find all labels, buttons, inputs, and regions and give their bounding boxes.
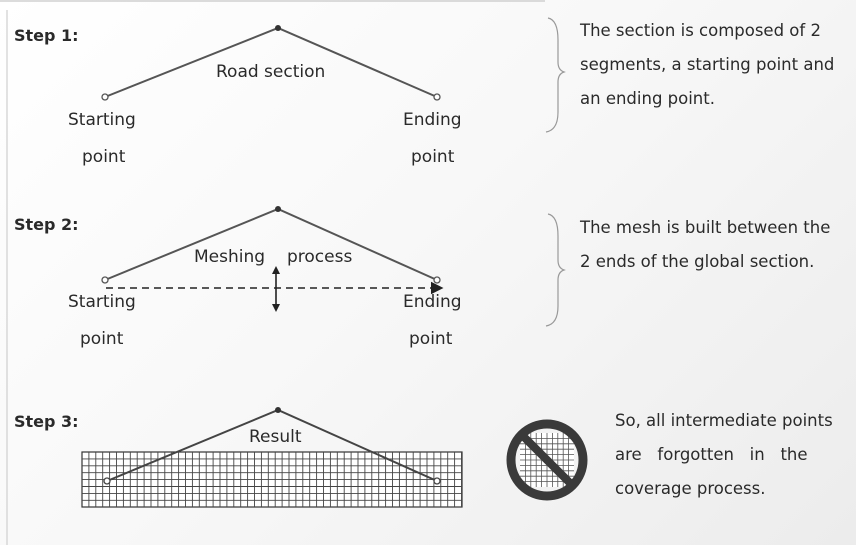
step2-end-label-line1: Ending xyxy=(403,292,462,312)
step1-description-line: an ending point. xyxy=(580,89,715,108)
step3-description-line: So, all intermediate points xyxy=(615,411,833,430)
step1-start-point xyxy=(101,93,109,101)
step2-start-label-line2: point xyxy=(80,329,124,349)
process-label: process xyxy=(287,247,353,267)
step1-road-section xyxy=(101,25,441,101)
step1-description-line: The section is composed of 2 xyxy=(580,21,821,40)
step1-description-line: segments, a starting point and xyxy=(580,55,835,74)
step2-road-section xyxy=(101,206,444,312)
step2-description-line: The mesh is built between the xyxy=(580,218,831,237)
step1-start-label-line1: Starting xyxy=(68,110,136,130)
step1-apex-point xyxy=(275,25,281,31)
step3-road-section xyxy=(103,407,441,485)
step1-end-label-line1: Ending xyxy=(403,110,462,130)
step2-title: Step 2: xyxy=(14,215,79,234)
step2-description-line: 2 ends of the global section. xyxy=(580,252,815,271)
step1-end-point xyxy=(433,93,441,101)
result-label: Result xyxy=(249,427,302,447)
curly-brace-icon xyxy=(545,17,566,133)
step2-apex-point xyxy=(275,206,281,212)
arrow-up-head xyxy=(272,266,280,274)
road-section-label: Road section xyxy=(216,62,326,82)
step3-apex-point xyxy=(275,407,281,413)
step2-description: The mesh is built between the 2 ends of … xyxy=(580,211,830,279)
step2-end-label-line2: point xyxy=(409,329,453,349)
prohibited-icon xyxy=(506,419,588,501)
step1-title: Step 1: xyxy=(14,26,79,45)
step3-description: So, all intermediate points are forgotte… xyxy=(615,404,841,506)
step2-start-label-line1: Starting xyxy=(68,292,136,312)
arrow-down-head xyxy=(272,304,280,312)
curly-brace-icon xyxy=(545,213,566,327)
step2-start-point xyxy=(101,276,109,284)
step1-description: The section is composed of 2 segments, a… xyxy=(580,14,834,116)
step3-description-line: coverage process. xyxy=(615,479,766,498)
step3-description-line: are forgotten in the xyxy=(615,445,808,464)
step3-title: Step 3: xyxy=(14,412,79,431)
step3-start-point xyxy=(103,477,111,485)
step3-end-point xyxy=(433,477,441,485)
step1-start-label-line2: point xyxy=(82,147,126,167)
step1-end-label-line2: point xyxy=(411,147,455,167)
step2-end-point xyxy=(433,276,441,284)
meshing-label: Meshing xyxy=(194,247,266,267)
step3-mesh-grid xyxy=(81,451,463,508)
